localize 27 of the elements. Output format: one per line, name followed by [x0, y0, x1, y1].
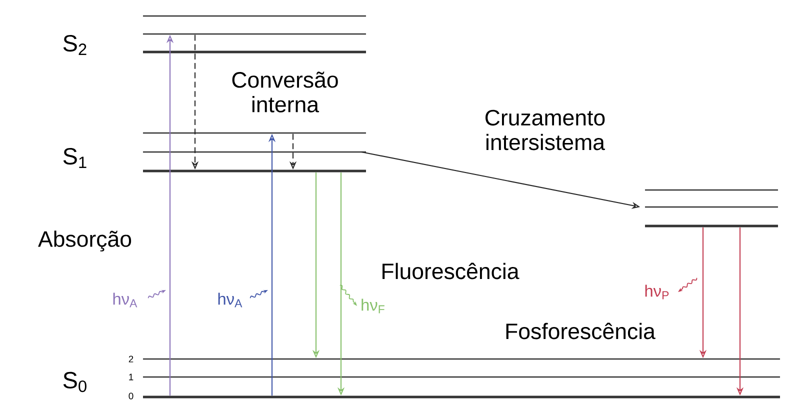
- energy-level-line: [143, 376, 780, 378]
- energy-level-line: [645, 206, 778, 208]
- energy-level-line: [645, 224, 778, 228]
- label-text: Fluorescência: [382, 262, 520, 280]
- label-text: S$_{0}$: [63, 372, 86, 392]
- energy-level-line: [143, 132, 366, 134]
- energy-level-line: [143, 50, 366, 54]
- energy-level-line: [143, 358, 780, 360]
- label-text: S$_{1}$: [63, 148, 86, 168]
- label-text: hν$_{P}$: [645, 284, 669, 300]
- energy-level-line: [143, 15, 366, 17]
- label-text: hν$_{F}$: [362, 298, 384, 314]
- label-text: hν$_{A}$: [113, 292, 138, 308]
- energy-level-line: [143, 170, 366, 172]
- energy-level-line: [645, 189, 778, 191]
- energy-level-line: [143, 396, 780, 398]
- label-text: Fosforescência: [506, 322, 656, 340]
- label-text: S$_{2}$: [63, 35, 86, 55]
- energy-level-line: [143, 33, 366, 35]
- label-text: Conversão interna: [232, 72, 338, 112]
- label-text: 1: [129, 374, 134, 380]
- label-text: Absorção: [38, 230, 132, 252]
- label-text: 2: [128, 356, 134, 362]
- label-text: 0: [128, 392, 134, 400]
- energy-level-line: [143, 151, 366, 153]
- label-text: hν$_{A}$: [218, 292, 242, 308]
- label-text: Cruzamento intersistema: [486, 110, 605, 150]
